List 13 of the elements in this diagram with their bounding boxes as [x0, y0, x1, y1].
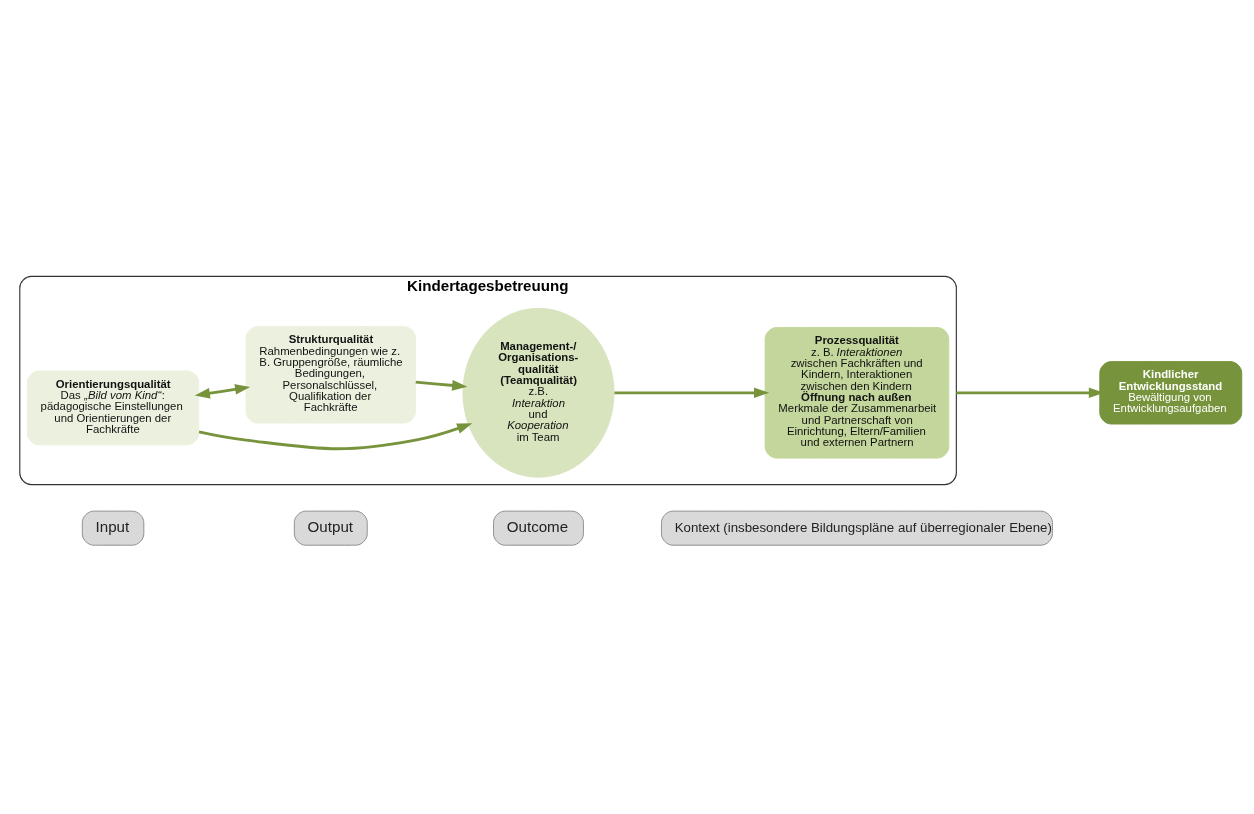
arrow — [614, 387, 770, 399]
node-ellipse: Management-/ Organisations- qualität (Teamqualität) z.B. Interaktion und Kooperation im Team — [462, 307, 615, 478]
node-box: Input — [81, 510, 145, 546]
node-box: Kindlicher Entwicklungsstand Bewältigung von Entwicklungsaufgaben — [1099, 361, 1243, 425]
arrow — [415, 380, 468, 391]
node-box: Strukturqualität Rahmenbedingungen wie z. B. Gruppengröße, räumliche Bedingungen, Personalschlüssel, Qualifikation der Fachkräfte — [245, 326, 416, 424]
node-box: Outcome — [493, 510, 584, 546]
arrow — [198, 423, 473, 451]
node-box: Prozessqualität z. B. Interaktionen zwischen Fachkräften und Kindern, Interaktionen zwischen den Kindern Öffnung nach außen Merkmale der Zusammenarbeit und Partnerschaft von Einrichtung, Eltern/Familien und externen Partnern — [764, 327, 950, 459]
arrow — [194, 384, 251, 399]
node-box: Orientierungsqualität Das „Bild vom Kind“: pädagogische Einstellungen und Orientierungen der Fachkräfte — [26, 370, 200, 446]
node-box: Output — [293, 510, 368, 546]
node-box: Kontext (insbesondere Bildungspläne auf überregionaler Ebene) — [661, 510, 1053, 546]
